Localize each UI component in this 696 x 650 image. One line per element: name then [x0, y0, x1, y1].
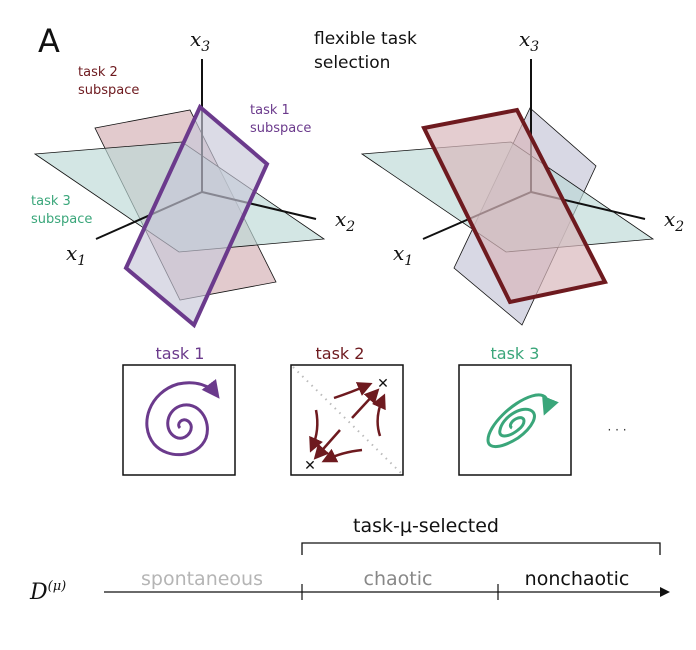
- task2-box: [290, 364, 404, 476]
- axis-label: D(μ): [29, 579, 66, 605]
- right-3d-plot: x3 x2 x1: [360, 27, 684, 326]
- task1-spiral: [145, 379, 220, 457]
- x1-label: x1: [66, 241, 86, 269]
- regime-nonchaotic: nonchaotic: [525, 568, 630, 590]
- task2-fixed-point-top: ✕: [377, 376, 389, 392]
- task1-title: task 1: [156, 344, 205, 363]
- regime-axis: task-μ-selected D(μ) spontaneous chaotic…: [29, 515, 670, 605]
- regime-chaotic: chaotic: [364, 568, 433, 590]
- task2-arrow: [333, 382, 373, 400]
- ellipsis: · · ·: [607, 423, 626, 437]
- task1-plane: [123, 103, 270, 329]
- task2-arrow: [372, 393, 386, 437]
- task1-panel: task 1: [122, 344, 236, 476]
- x3-label: x3: [190, 27, 210, 55]
- task1-box: [122, 364, 236, 476]
- task2-panel: task 2 ✕ ✕: [290, 344, 404, 476]
- task3-spiral: [486, 393, 559, 448]
- bracket-label: task-μ-selected: [353, 515, 499, 537]
- title-line-1: flexible task: [314, 29, 417, 49]
- task2-plane-right: [421, 107, 608, 305]
- task2-title: task 2: [316, 344, 365, 363]
- x2-label-right: x2: [664, 207, 684, 235]
- title-line-2: selection: [314, 53, 390, 73]
- task3-title: task 3: [491, 344, 540, 363]
- panel-label: A: [38, 22, 60, 60]
- x3-label-right: x3: [519, 27, 539, 55]
- x2-label: x2: [335, 207, 355, 235]
- regime-spontaneous: spontaneous: [141, 568, 263, 590]
- x1-label-right: x1: [393, 241, 413, 269]
- task2-fixed-point-bottom: ✕: [304, 458, 316, 474]
- task3-panel: task 3: [458, 344, 572, 476]
- axis-arrowhead: [660, 587, 670, 597]
- task2-arrow: [351, 388, 380, 419]
- task2-arrow: [309, 409, 323, 453]
- task2-arrow: [321, 448, 363, 463]
- bracket: [301, 542, 661, 555]
